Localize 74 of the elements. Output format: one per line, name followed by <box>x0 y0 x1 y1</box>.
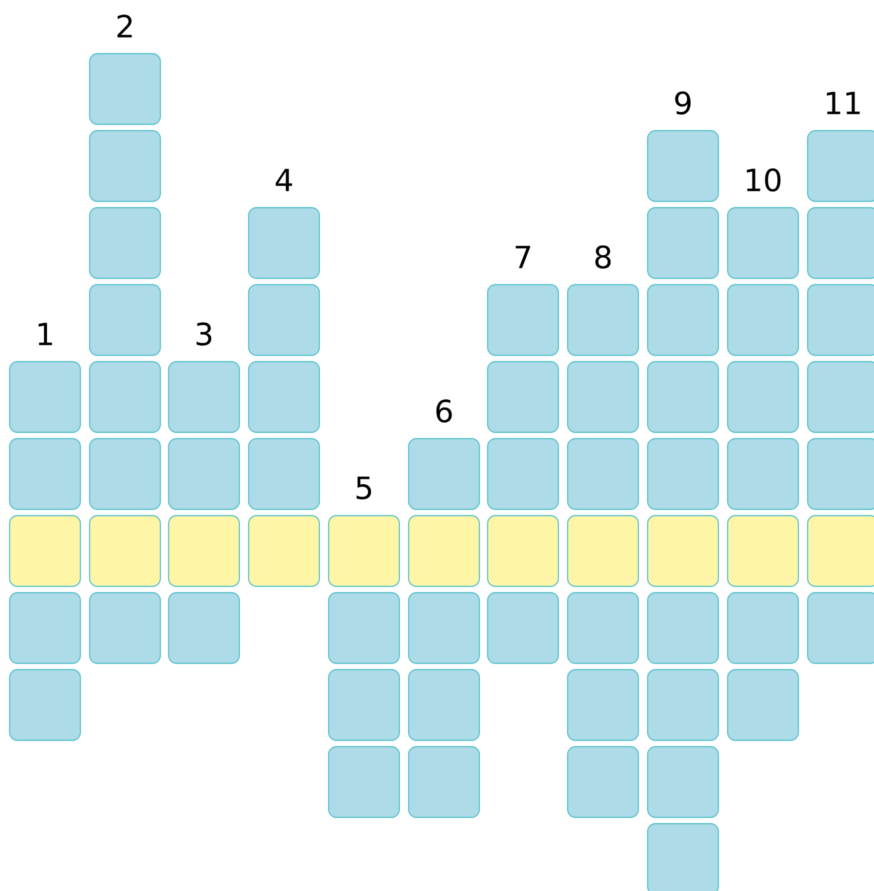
clue-number: 3 <box>196 322 212 346</box>
grid-cell <box>487 361 559 433</box>
grid-cell <box>9 515 81 587</box>
clue-number: 10 <box>746 168 780 192</box>
grid-cell <box>89 207 161 279</box>
grid-cell <box>248 284 320 356</box>
grid-cell <box>89 592 161 664</box>
grid-cell <box>89 53 161 125</box>
grid-cell <box>647 592 719 664</box>
grid-cell <box>647 207 719 279</box>
grid-cell <box>567 746 639 818</box>
grid-cell <box>647 361 719 433</box>
grid-cell <box>647 823 719 891</box>
grid-cell <box>248 515 320 587</box>
grid-cell <box>408 669 480 741</box>
clue-number: 6 <box>436 399 452 423</box>
grid-cell <box>647 130 719 202</box>
grid-cell <box>168 592 240 664</box>
grid-cell <box>567 438 639 510</box>
grid-cell <box>408 515 480 587</box>
grid-cell <box>487 438 559 510</box>
grid-cell <box>807 438 874 510</box>
grid-cell <box>727 515 799 587</box>
grid-cell <box>408 592 480 664</box>
grid-cell <box>727 361 799 433</box>
grid-cell <box>727 438 799 510</box>
grid-cell <box>487 592 559 664</box>
grid-cell <box>807 130 874 202</box>
grid-cell <box>328 669 400 741</box>
grid-cell <box>487 515 559 587</box>
grid-cell <box>248 361 320 433</box>
grid-cell <box>567 361 639 433</box>
clue-number: 8 <box>595 245 611 269</box>
grid-cell <box>727 207 799 279</box>
grid-cell <box>647 284 719 356</box>
grid-cell <box>647 438 719 510</box>
grid-cell <box>807 515 874 587</box>
grid-cell <box>807 361 874 433</box>
grid-cell <box>248 207 320 279</box>
grid-cell <box>727 592 799 664</box>
grid-cell <box>89 438 161 510</box>
grid-cell <box>9 669 81 741</box>
grid-cell <box>567 592 639 664</box>
grid-cell <box>408 438 480 510</box>
grid-cell <box>328 746 400 818</box>
clue-number: 7 <box>516 246 530 268</box>
grid-cell <box>168 515 240 587</box>
clue-number: 1 <box>38 322 52 346</box>
grid-cell <box>647 669 719 741</box>
grid-cell <box>9 592 81 664</box>
grid-cell <box>89 361 161 433</box>
clue-number: 5 <box>356 476 372 500</box>
grid-cell <box>328 592 400 664</box>
grid-cell <box>567 284 639 356</box>
grid-cell <box>647 746 719 818</box>
grid-cell <box>168 361 240 433</box>
grid-cell <box>807 207 874 279</box>
grid-cell <box>89 130 161 202</box>
grid-cell <box>9 438 81 510</box>
grid-cell <box>487 284 559 356</box>
grid-cell <box>567 515 639 587</box>
grid-cell <box>248 438 320 510</box>
grid-cell <box>89 284 161 356</box>
grid-cell <box>807 284 874 356</box>
grid-cell <box>807 592 874 664</box>
grid-cell <box>89 515 161 587</box>
grid-cell <box>168 438 240 510</box>
grid-cell <box>9 361 81 433</box>
grid-cell <box>328 515 400 587</box>
grid-cell <box>727 669 799 741</box>
grid-cell <box>408 746 480 818</box>
grid-cell <box>647 515 719 587</box>
grid-cell <box>727 284 799 356</box>
grid-cell <box>567 669 639 741</box>
